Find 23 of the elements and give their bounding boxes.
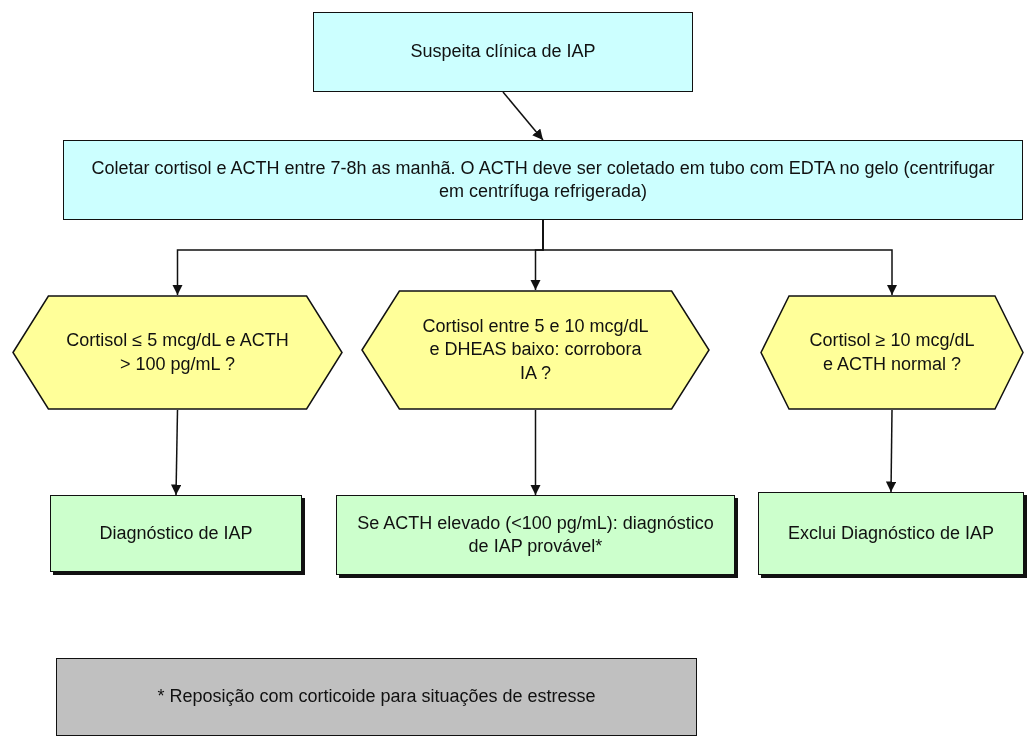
arrow [542, 219, 898, 296]
decision-hexagon [760, 295, 1024, 410]
decision-hexagon [361, 290, 710, 410]
condition-text: Cortisol ≤ 5 mcg/dL e ACTH > 100 pg/mL ? [65, 329, 290, 376]
start-box [313, 12, 693, 92]
condition-text: Cortisol entre 5 e 10 mcg/dL e DHEAS baixo: corrobora IA ? [421, 314, 650, 385]
arrow [502, 91, 544, 141]
result-box [758, 492, 1024, 575]
decision-hexagon [12, 295, 343, 410]
box-text: Se ACTH elevado (<100 pg/mL): diagnóstico de IAP provável* [356, 511, 715, 558]
box-text: Diagnóstico de IAP [99, 521, 253, 545]
box-text: * Reposição com corticoide para situações de estresse [157, 685, 596, 709]
process-box [63, 140, 1023, 220]
arrow [530, 409, 541, 496]
box-text: Suspeita clínica de IAP [410, 40, 596, 64]
condition-text: Cortisol ≥ 10 mcg/dL e ACTH normal ? [808, 329, 976, 376]
note-box [56, 658, 697, 736]
box-text: Exclui Diagnóstico de IAP [787, 521, 995, 545]
box-text: Coletar cortisol e ACTH entre 7-8h as manhã. O ACTH deve ser coletado em tubo com EDTA no gelo (centrifugar em centrífuga refrigerada) [90, 156, 996, 203]
result-box [50, 495, 302, 572]
arrow [170, 409, 182, 496]
result-box [336, 495, 735, 575]
arrow [885, 409, 897, 493]
